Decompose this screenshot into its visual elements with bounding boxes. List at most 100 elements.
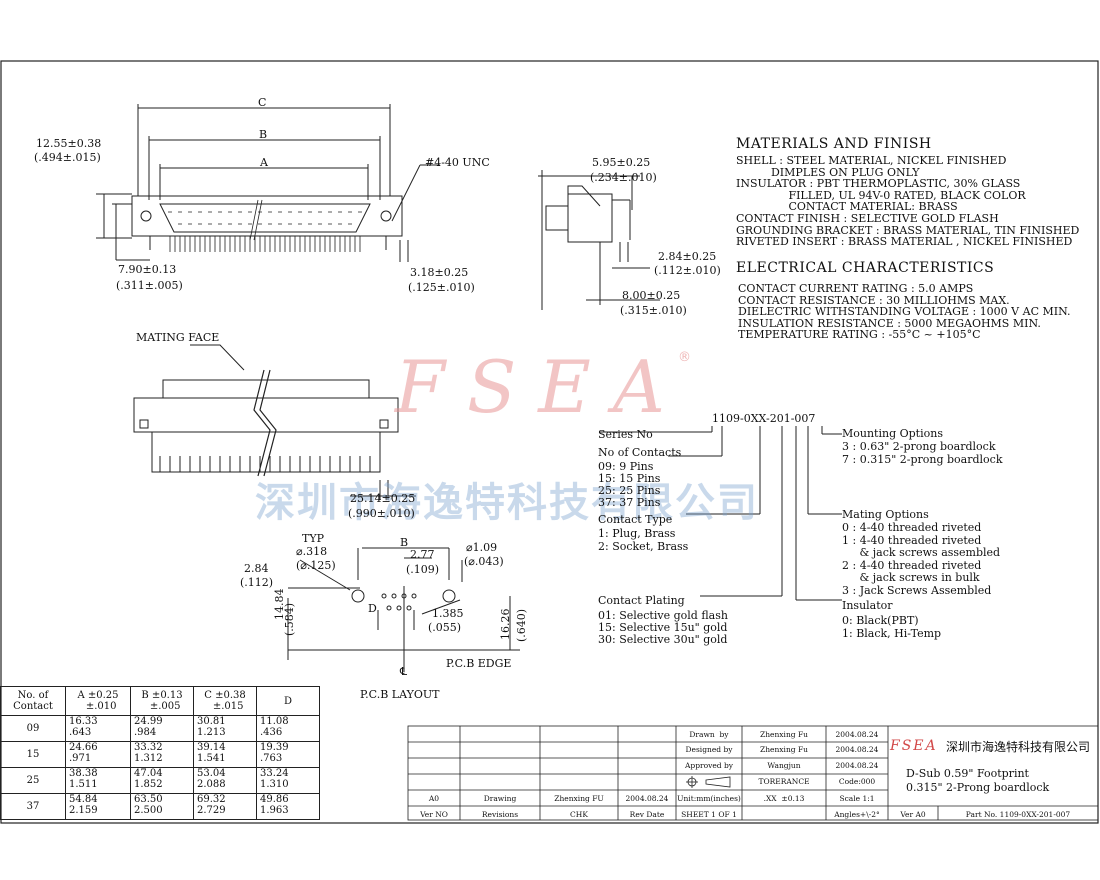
drawn-date: 2004.08.24 xyxy=(835,730,879,739)
front-view-top xyxy=(96,104,440,262)
header-revisions: Revisions xyxy=(481,810,519,819)
materials-line: DIMPLES ON PLUG ONLY xyxy=(736,165,920,179)
side-dim1-mm: 5.95±0.25 xyxy=(592,156,651,169)
table-cell: 24.99 .984 xyxy=(130,715,194,742)
side-view xyxy=(538,170,660,310)
materials-line: FILLED, UL 94V-0 RATED, BLACK COLOR xyxy=(736,188,1026,202)
table-cell: 54.84 2.159 xyxy=(65,793,131,820)
table-cell: 49.86 1.963 xyxy=(256,793,320,820)
approved-by: Wangjun xyxy=(767,761,801,770)
pcb-d1: ⌀.318 xyxy=(296,545,328,558)
pcb-typ: TYP xyxy=(302,532,324,545)
mating-option: & jack screws assembled xyxy=(842,546,1001,559)
header-chk: CHK xyxy=(570,810,588,819)
insulator-option: 1: Black, Hi-Temp xyxy=(842,626,942,640)
pcb-h2: 16.26 xyxy=(499,608,512,641)
dim-pin-in: (.125±.010) xyxy=(408,281,475,294)
type-heading: Contact Type xyxy=(598,513,673,526)
table-cell: 19.39 .763 xyxy=(256,741,320,768)
table-cell: 16.33 .643 xyxy=(65,715,131,742)
part-number-code: 1109-0XX-201-007 xyxy=(712,412,816,425)
dim-width-in: (.494±.015) xyxy=(34,151,101,164)
front-view-pins xyxy=(168,199,362,252)
table-header-cell: D xyxy=(256,686,320,716)
mount-option: 7 : 0.315" 2-prong boardlock xyxy=(842,452,1003,466)
rev-checker: Zhenxing FU xyxy=(554,794,604,803)
pcb-d1-in: (⌀.125) xyxy=(296,559,336,572)
table-cell: 09 xyxy=(0,715,66,742)
tolerance-label: TORERANCE xyxy=(758,777,810,786)
table-header-cell: No. of Contact xyxy=(0,686,66,716)
table-cell: 69.32 2.729 xyxy=(193,793,257,820)
table-cell: 24.66 .971 xyxy=(65,741,131,768)
centerline-symbol: ℄ xyxy=(400,665,408,678)
materials-line: RIVETED INSERT : BRASS MATERIAL , NICKEL… xyxy=(736,235,1073,249)
table-cell: 39.14 1.541 xyxy=(193,741,257,768)
thread-callout: #4-40 UNC xyxy=(425,156,490,169)
mating-option: 3 : Jack Screws Assembled xyxy=(842,583,992,597)
table-header-cell: A ±0.25 ±.010 xyxy=(65,686,131,716)
rear-view xyxy=(133,344,416,500)
scale-label: Scale 1:1 xyxy=(839,794,875,803)
approved-date: 2004.08.24 xyxy=(835,761,879,770)
mating-option: & jack screws in bulk xyxy=(842,571,980,584)
materials-line: SHELL : STEEL MATERIAL, NICKEL FINISHED xyxy=(736,154,1007,167)
dim-height-in: (.311±.005) xyxy=(116,279,183,292)
contact-option: 25: 25 Pins xyxy=(598,484,661,497)
dim-a-label: A xyxy=(260,156,268,169)
pcb-edge: P.C.B EDGE xyxy=(446,657,512,670)
sheet-label: SHEET 1 OF 1 xyxy=(681,810,737,819)
version-label: Ver A0 xyxy=(900,810,926,819)
brand-logo: FSEA xyxy=(890,738,938,754)
materials-line: INSULATOR : PBT THERMOPLASTIC, 30% GLASS xyxy=(736,177,1021,191)
designed-date: 2004.08.24 xyxy=(835,745,879,754)
pcb-hole: ⌀1.09 xyxy=(466,541,498,554)
plating-option: 30: Selective 30u" gold xyxy=(598,633,728,646)
table-cell: 38.38 1.511 xyxy=(65,767,131,794)
dim-width-mm: 12.55±0.38 xyxy=(36,137,102,150)
electrical-heading: ELECTRICAL CHARACTERISTICS xyxy=(736,260,995,276)
part-no-label: Part No. 1109-0XX-201-007 xyxy=(965,810,1071,819)
contact-option: 09: 9 Pins xyxy=(598,460,654,473)
pcb-h2-in: (.640) xyxy=(515,608,528,642)
electrical-line: TEMPERATURE RATING : -55°C ~ +105°C xyxy=(738,328,981,342)
table-cell: 30.81 1.213 xyxy=(193,715,257,742)
pcb-r1-in: (.055) xyxy=(428,621,462,634)
contact-option: 15: 15 Pins xyxy=(598,472,661,485)
series-label: Series No xyxy=(598,428,653,441)
angles-label: Angles+\-2° xyxy=(834,810,880,819)
approved-label: Approved by xyxy=(684,761,734,770)
code-label: Code:000 xyxy=(838,777,876,786)
table-cell: 11.08 .436 xyxy=(256,715,320,742)
plating-option: 15: Selective 15u" gold xyxy=(598,621,728,634)
dim-height-mm: 7.90±0.13 xyxy=(118,263,177,276)
table-cell: 15 xyxy=(0,741,66,768)
side-dim3-in: (.315±.010) xyxy=(620,304,687,317)
plating-option: 01: Selective gold flash xyxy=(598,609,728,622)
plating-heading: Contact Plating xyxy=(598,594,685,607)
table-cell: 25 xyxy=(0,767,66,794)
side-dim2-mm: 2.84±0.25 xyxy=(658,250,717,263)
designed-label: Designed by xyxy=(685,745,733,754)
pcb-r1: 1.385 xyxy=(432,607,464,620)
table-cell: 63.50 2.500 xyxy=(130,793,194,820)
units-label: Unit:mm(inches) xyxy=(677,794,741,803)
electrical-line: CONTACT RESISTANCE : 30 MILLIOHMS MAX. xyxy=(738,293,1010,307)
type-option: 1: Plug, Brass xyxy=(598,527,676,540)
pcb-pitch-in: (.109) xyxy=(406,563,440,576)
dim-c-label: C xyxy=(258,96,267,109)
contact-option: 37: 37 Pins xyxy=(598,496,661,509)
insulator-option: 0: Black(PBT) xyxy=(842,614,919,627)
table-cell: 53.04 2.088 xyxy=(193,767,257,794)
pcb-b: B xyxy=(400,536,409,549)
side-dim2-in: (.112±.010) xyxy=(654,264,721,277)
insulator-heading: Insulator xyxy=(842,599,893,612)
rear-dim-in: (.990±.010) xyxy=(348,507,415,520)
company-name: 深圳市海逸特科技有限公司 xyxy=(946,740,1091,754)
rev-date: 2004.08.24 xyxy=(625,794,669,803)
part-code-leaders xyxy=(600,426,842,601)
drawing-title-line1: D-Sub 0.59" Footprint xyxy=(906,767,1029,780)
drawn-label: Drawn by xyxy=(689,730,729,739)
